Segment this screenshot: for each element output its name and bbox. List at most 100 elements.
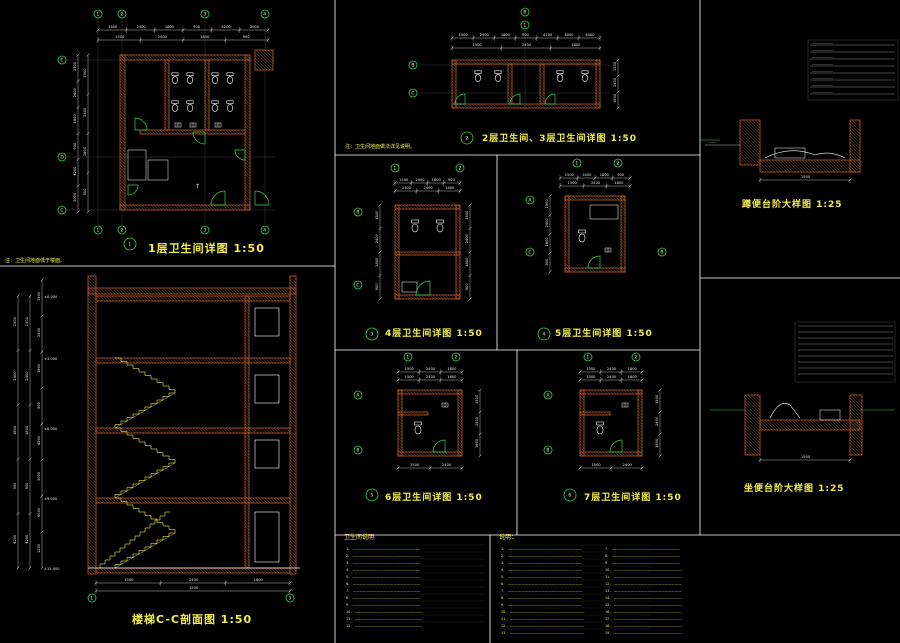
- dimension-tick: [40, 494, 44, 498]
- wall-hatch: [579, 431, 585, 437]
- wall-hatch: [595, 98, 601, 104]
- wall-hatch: [828, 159, 842, 173]
- wall-hatch: [119, 125, 126, 132]
- note-text: 7． ————————————————————: [346, 589, 421, 593]
- toilet-tank: [186, 100, 194, 104]
- wall-hatch: [849, 445, 860, 456]
- wall-hatch: [138, 54, 145, 61]
- wall-hatch: [261, 287, 269, 295]
- wall-hatch: [564, 202, 570, 208]
- wall-hatch: [126, 204, 133, 211]
- wall-hatch: [289, 366, 297, 374]
- dimension-tick: [16, 403, 20, 407]
- dimension-tick: [478, 410, 482, 414]
- wall-hatch: [579, 452, 584, 457]
- wall-hatch: [192, 204, 199, 211]
- wall-hatch: [751, 119, 761, 129]
- wall-hatch: [744, 394, 761, 411]
- dimension-text: 1500: [73, 61, 77, 71]
- wall-hatch: [168, 357, 175, 364]
- toilet-tank: [556, 70, 564, 74]
- wall-hatch: [87, 336, 97, 346]
- dimension-tick: [40, 314, 44, 318]
- wall-hatch: [119, 56, 124, 61]
- wall-hatch: [144, 357, 151, 364]
- wall-hatch: [244, 74, 251, 81]
- wall-hatch: [258, 567, 265, 574]
- wall-hatch: [87, 501, 97, 511]
- wall-hatch: [119, 62, 126, 69]
- wall: [119, 54, 251, 61]
- wall-hatch: [126, 567, 133, 574]
- dimension-text: 6000: [37, 507, 41, 517]
- wall-hatch: [451, 95, 457, 101]
- wall-hatch: [273, 567, 280, 574]
- wall-hatch: [243, 204, 250, 211]
- wall-hatch: [213, 497, 220, 504]
- wall-hatch: [397, 440, 403, 446]
- wall-hatch: [430, 251, 435, 256]
- wall-hatch: [244, 459, 250, 465]
- dimension-text: 900: [465, 283, 469, 291]
- wall-hatch: [244, 429, 250, 435]
- wall-hatch: [394, 280, 400, 286]
- wall-hatch: [442, 251, 447, 256]
- wall-hatch: [87, 447, 97, 457]
- wall-hatch: [119, 137, 126, 144]
- wall-hatch: [744, 424, 761, 441]
- wall-hatch: [620, 265, 626, 271]
- toilet-tank: [211, 72, 219, 76]
- wall-hatch: [849, 144, 861, 156]
- wall-hatch: [244, 441, 250, 447]
- wall-hatch: [620, 268, 625, 273]
- wall-hatch: [423, 294, 429, 300]
- note-text: 1． ——————————————————————: [501, 547, 583, 551]
- note-text: 6． ——————————————————————: [501, 582, 583, 586]
- dimension-text: 1800: [200, 35, 210, 39]
- wall-hatch: [519, 103, 525, 109]
- wall-hatch: [180, 129, 186, 135]
- wall-hatch: [637, 407, 643, 413]
- wall-hatch: [421, 411, 426, 416]
- wall-hatch: [289, 279, 297, 287]
- wall-hatch: [189, 567, 196, 574]
- note-text: 2． ——————————————————————: [501, 554, 583, 558]
- wall-hatch: [614, 389, 620, 395]
- wall-hatch: [195, 357, 202, 364]
- wall-hatch: [156, 54, 163, 61]
- dimension-text: 1800: [571, 43, 581, 47]
- wall-hatch: [244, 501, 250, 507]
- wall-hatch: [244, 465, 250, 471]
- wall-hatch: [105, 497, 112, 504]
- dimension-tick: [658, 410, 662, 414]
- wall-hatch: [117, 567, 124, 574]
- wall-hatch: [186, 129, 192, 135]
- wall-hatch: [780, 159, 794, 173]
- wall-hatch: [120, 295, 127, 302]
- wall-hatch: [582, 389, 585, 392]
- bathtub: [589, 204, 619, 220]
- wall-hatch: [174, 427, 181, 434]
- wall-hatch: [270, 427, 277, 434]
- wall-hatch: [102, 287, 110, 295]
- axis-bubble-label: A: [528, 198, 532, 204]
- dimension-text: 1500: [465, 210, 469, 220]
- wall-hatch: [739, 158, 747, 166]
- note-text: ———————: [812, 41, 833, 45]
- axis-bubble: [460, 131, 474, 145]
- dimension-text: 2400: [424, 186, 434, 190]
- axis-bubble-label: 1: [406, 355, 409, 361]
- wall-hatch: [244, 206, 249, 211]
- wall-hatch: [596, 451, 602, 457]
- wall-hatch: [87, 486, 97, 496]
- wall-hatch: [513, 59, 519, 65]
- wall-hatch: [204, 111, 210, 117]
- wall: [564, 195, 626, 201]
- axis-bubble: [260, 225, 270, 235]
- axis-bubble-label: 2: [465, 136, 468, 142]
- wall-hatch: [289, 492, 297, 500]
- wall-hatch: [164, 63, 170, 69]
- wall-hatch: [495, 103, 501, 109]
- wall-hatch: [210, 129, 216, 135]
